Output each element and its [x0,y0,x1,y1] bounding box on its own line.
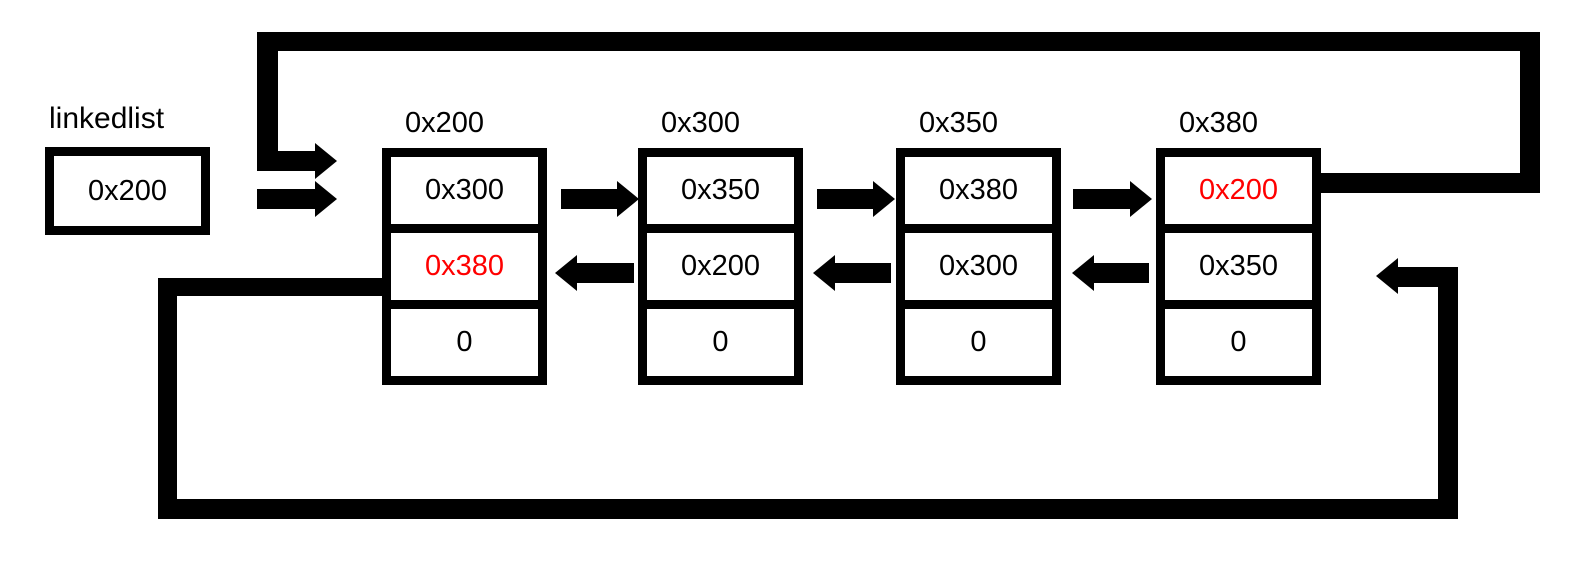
node-0x300: 0x300 0x350 0x200 0 [638,106,803,385]
node-value: 0 [970,326,987,358]
node-address-label: 0x380 [1178,107,1258,139]
next-pointer-value: 0x300 [424,174,504,206]
node-address-label: 0x350 [918,107,998,139]
prev-pointer-cell: 0x200 [647,224,794,300]
next-pointer-cell: 0x200 [1165,157,1312,224]
prev-pointer-value: 0x200 [680,250,760,282]
head-arrow-icon [257,181,337,217]
next-pointer-value: 0x380 [938,174,1018,206]
node-value: 0 [1230,326,1247,358]
node-0x350: 0x350 0x380 0x300 0 [896,106,1061,385]
node-box: 0x200 0x350 0 [1156,148,1321,385]
value-cell: 0 [391,300,538,376]
value-cell: 0 [905,300,1052,376]
wrap-prev-exit-segment [158,278,382,296]
value-cell: 0 [647,300,794,376]
prev-pointer-value: 0x380 [424,250,504,282]
wrap-prev-left-vertical [158,278,177,519]
prev-arrow-0x300-to-0x200-icon [555,255,635,291]
node-box: 0x350 0x200 0 [638,148,803,385]
head-pointer-box: 0x200 [45,147,210,235]
next-pointer-cell: 0x350 [647,157,794,224]
node-address-label: 0x200 [404,107,484,139]
wrap-prev-right-vertical [1438,267,1458,519]
head-pointer-value: 0x200 [87,174,167,207]
prev-pointer-cell: 0x380 [391,224,538,300]
next-pointer-value: 0x200 [1198,174,1278,206]
node-0x380: 0x380 0x200 0x350 0 [1156,106,1321,385]
wrap-next-entry-arrow-icon [257,143,337,179]
node-value: 0 [712,326,729,358]
wrap-next-top-horizontal [257,32,1540,51]
value-cell: 0 [1165,300,1312,376]
prev-pointer-value: 0x350 [1198,250,1278,282]
head-pointer-label: linkedlist [49,102,165,135]
wrap-prev-arrowhead-icon [1376,258,1398,294]
wrap-prev-bottom-horizontal [158,499,1458,519]
prev-arrow-0x380-to-0x350-icon [1072,255,1152,291]
next-pointer-cell: 0x300 [391,157,538,224]
prev-arrow-0x350-to-0x300-icon [813,255,893,291]
wrap-prev-shaft-segment [1398,267,1458,287]
node-box: 0x300 0x380 0 [382,148,547,385]
prev-pointer-cell: 0x300 [905,224,1052,300]
node-0x200: 0x200 0x300 0x380 0 [382,106,547,385]
next-arrow-0x200-to-0x300-icon [561,181,641,217]
wrap-next-left-vertical [257,32,278,171]
wrap-next-exit-segment [1321,173,1520,193]
prev-pointer-value: 0x300 [938,250,1018,282]
next-arrow-0x350-to-0x380-icon [1073,181,1153,217]
node-value: 0 [456,326,473,358]
next-pointer-value: 0x350 [680,174,760,206]
prev-pointer-cell: 0x350 [1165,224,1312,300]
node-box: 0x380 0x300 0 [896,148,1061,385]
next-arrow-0x300-to-0x350-icon [817,181,897,217]
next-pointer-cell: 0x380 [905,157,1052,224]
wrap-next-right-vertical [1520,32,1540,193]
node-address-label: 0x300 [660,107,740,139]
